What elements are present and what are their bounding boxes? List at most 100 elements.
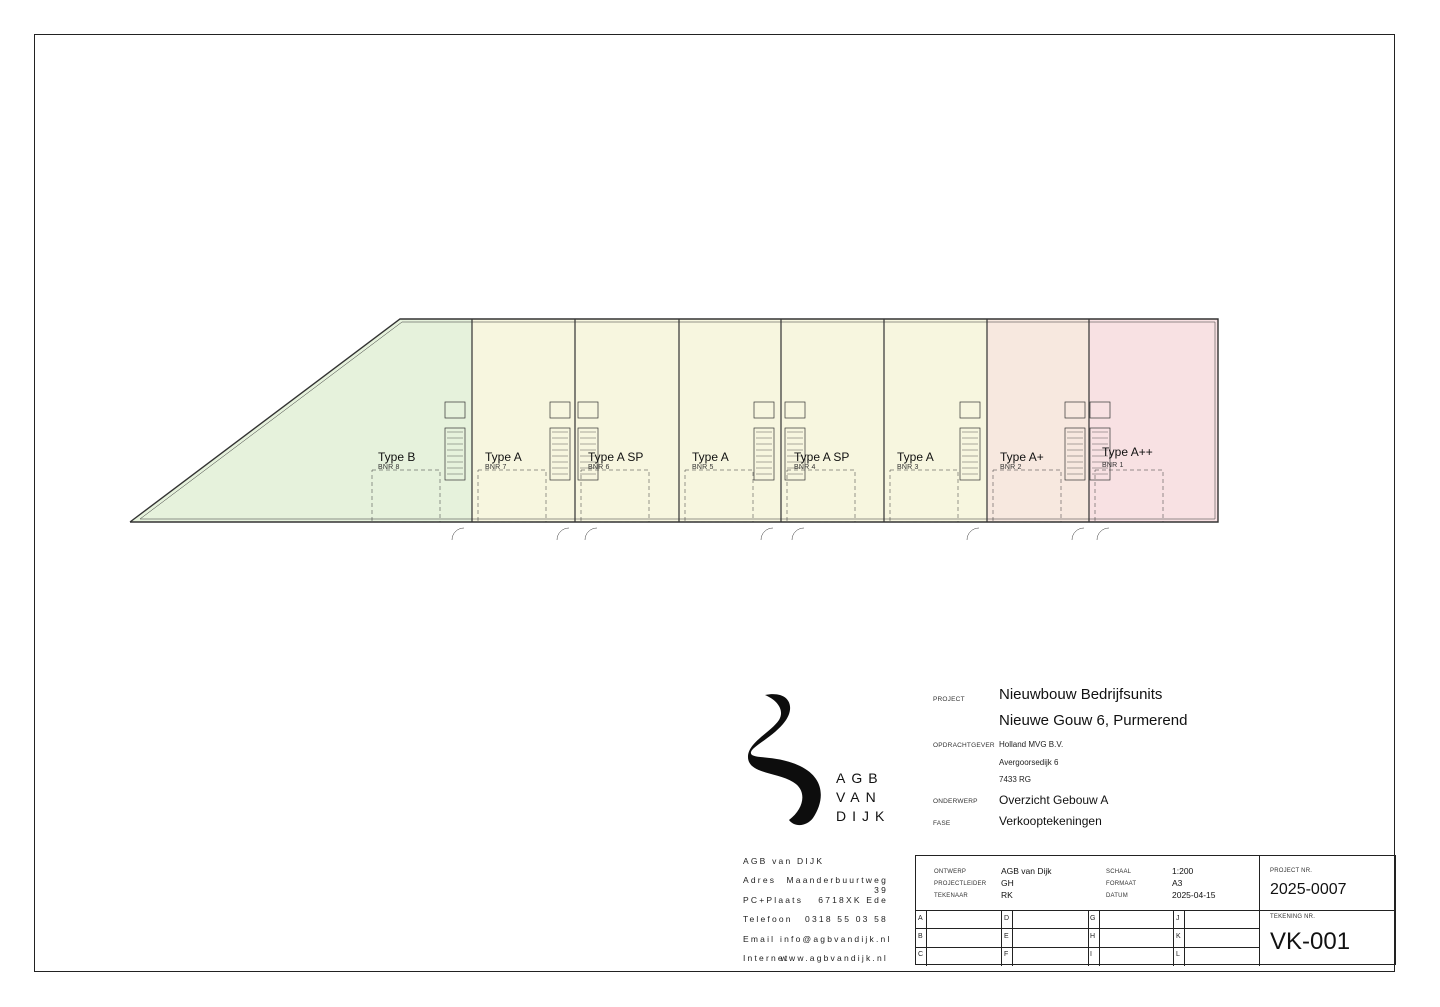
web-label: Internet bbox=[743, 953, 790, 963]
loading-zone bbox=[684, 469, 754, 523]
address-label: Adres bbox=[743, 875, 777, 885]
door-swing bbox=[556, 527, 570, 541]
door-swing bbox=[1096, 527, 1110, 541]
unit-type-label: Type A++ bbox=[1102, 445, 1153, 459]
toilet-room bbox=[549, 401, 571, 419]
stair-core bbox=[1089, 427, 1111, 481]
unit-type-label: Type A bbox=[485, 450, 522, 464]
stair-core bbox=[1064, 427, 1086, 481]
project-label: PROJECT bbox=[933, 696, 965, 703]
unit-type-label: Type A+ bbox=[1000, 450, 1044, 464]
address-value: Maanderbuurtweg 39 bbox=[786, 875, 888, 895]
email-label: Email bbox=[743, 934, 776, 944]
unit-fill bbox=[575, 319, 679, 522]
revision-b: B bbox=[918, 933, 923, 940]
stair-core bbox=[959, 427, 981, 481]
revision-j: J bbox=[1176, 915, 1180, 922]
unit-number-label: BNR 6 bbox=[588, 464, 610, 471]
unit-fill bbox=[679, 319, 781, 522]
client-name: Holland MVG B.V. bbox=[999, 740, 1064, 749]
building-outline bbox=[129, 318, 1219, 523]
unit-fill bbox=[1089, 319, 1218, 522]
drawing-number-label: TEKENING NR. bbox=[1270, 914, 1316, 920]
projectleader-value: GH bbox=[1001, 878, 1014, 888]
drawer-value: RK bbox=[1001, 890, 1013, 900]
revision-a: A bbox=[918, 915, 923, 922]
unit-type-label: Type B bbox=[378, 450, 416, 464]
toilet-room bbox=[577, 401, 599, 419]
loading-zone bbox=[889, 469, 959, 523]
door-swing bbox=[791, 527, 805, 541]
phone-label: Telefoon bbox=[743, 914, 793, 924]
toilet-room bbox=[784, 401, 806, 419]
unit-number-label: BNR 1 bbox=[1102, 462, 1124, 469]
scale-value: 1:200 bbox=[1172, 866, 1194, 876]
unit-fill bbox=[781, 319, 884, 522]
logo-text-van: VAN bbox=[836, 789, 882, 805]
project-address: Nieuwe Gouw 6, Purmerend bbox=[999, 712, 1188, 729]
revision-k: K bbox=[1176, 933, 1181, 940]
logo-text-dijk: DIJK bbox=[836, 808, 891, 824]
revision-g: G bbox=[1090, 915, 1096, 922]
unit-number-label: BNR 2 bbox=[1000, 464, 1022, 471]
project-title: Nieuwbouw Bedrijfsunits bbox=[999, 686, 1163, 703]
stair-core bbox=[784, 427, 806, 481]
unit-type-label: Type A SP bbox=[794, 450, 850, 464]
building-inner-outline bbox=[139, 321, 1216, 520]
unit-number-label: BNR 8 bbox=[378, 464, 400, 471]
unit-number-label: BNR 5 bbox=[692, 464, 714, 471]
phase-value: Verkooptekeningen bbox=[999, 814, 1102, 828]
projectleader-label: PROJECTLEIDER bbox=[934, 881, 987, 887]
loading-zone bbox=[992, 469, 1062, 523]
subject-label: ONDERWERP bbox=[933, 798, 978, 805]
subject-value: Overzicht Gebouw A bbox=[999, 793, 1109, 807]
unit-fills bbox=[130, 319, 1218, 522]
format-value: A3 bbox=[1172, 878, 1183, 888]
revision-f: F bbox=[1004, 951, 1009, 958]
loading-zone bbox=[786, 469, 856, 523]
client-street: Avergoorsedijk 6 bbox=[999, 758, 1059, 767]
stair-core bbox=[577, 427, 599, 481]
postal-value: 6718XK Ede bbox=[818, 895, 888, 905]
stair-core bbox=[549, 427, 571, 481]
toilet-room bbox=[1089, 401, 1111, 419]
toilet-room bbox=[959, 401, 981, 419]
web-link[interactable]: www.agbvandijk.nl bbox=[780, 953, 888, 963]
logo-text-agb: AGB bbox=[836, 770, 884, 786]
door-swing bbox=[584, 527, 598, 541]
stair-core bbox=[753, 427, 775, 481]
unit-fill bbox=[130, 319, 472, 522]
revision-d: D bbox=[1004, 915, 1010, 922]
title-block: ONTWERP AGB van Dijk PROJECTLEIDER GH TE… bbox=[915, 855, 1396, 966]
date-value: 2025-04-15 bbox=[1172, 890, 1216, 900]
revision-c: C bbox=[918, 951, 924, 958]
drawing-sheet-border bbox=[34, 34, 1395, 972]
phone-value: 0318 55 03 58 bbox=[805, 914, 888, 924]
postal-label: PC+Plaats bbox=[743, 895, 804, 905]
loading-zone bbox=[371, 469, 441, 523]
unit-fill bbox=[884, 319, 987, 522]
toilet-room bbox=[1064, 401, 1086, 419]
revision-h: H bbox=[1090, 933, 1096, 940]
unit-type-label: Type A bbox=[692, 450, 729, 464]
revision-l: L bbox=[1176, 951, 1180, 958]
unit-number-label: BNR 3 bbox=[897, 464, 919, 471]
drawer-label: TEKENAAR bbox=[934, 893, 968, 899]
date-label: DATUM bbox=[1106, 893, 1128, 899]
phase-label: FASE bbox=[933, 820, 951, 827]
revision-i: I bbox=[1090, 951, 1092, 958]
format-label: FORMAAT bbox=[1106, 881, 1137, 887]
scale-label: SCHAAL bbox=[1106, 869, 1132, 875]
project-number-label: PROJECT NR. bbox=[1270, 868, 1313, 874]
company-name: AGB van DIJK bbox=[743, 856, 825, 866]
email-link[interactable]: info@agbvandijk.nl bbox=[780, 934, 892, 944]
door-swing bbox=[760, 527, 774, 541]
unit-number-label: BNR 7 bbox=[485, 464, 507, 471]
design-label: ONTWERP bbox=[934, 869, 967, 875]
client-postal: 7433 RG bbox=[999, 775, 1032, 784]
door-swing bbox=[966, 527, 980, 541]
revision-e: E bbox=[1004, 933, 1009, 940]
loading-zone bbox=[580, 469, 650, 523]
toilet-room bbox=[444, 401, 466, 419]
design-value: AGB van Dijk bbox=[1001, 866, 1052, 876]
